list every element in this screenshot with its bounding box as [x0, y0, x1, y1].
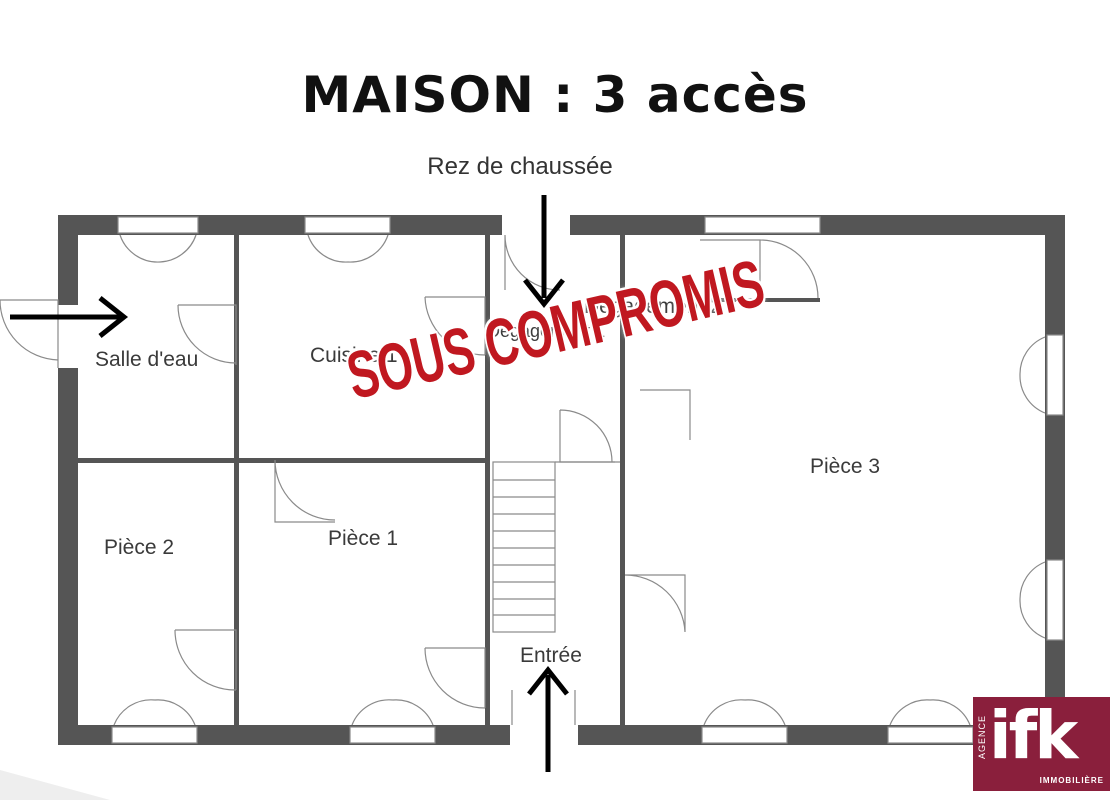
access-arrows — [10, 195, 569, 772]
logo-subtitle: IMMOBILIÈRE — [1039, 776, 1104, 785]
agency-logo: ifk AGENCE IMMOBILIÈRE — [973, 697, 1110, 791]
door-swings — [0, 234, 1046, 726]
logo-side-text: AGENCE — [977, 714, 987, 759]
room-cuisine: Cuisine 1 — [310, 344, 398, 367]
arrow-top — [523, 195, 565, 309]
interior-walls — [78, 235, 820, 725]
logo-mark: ifk — [989, 697, 1078, 774]
plan-title: MAISON : 3 accès — [301, 66, 809, 124]
room-degagement-2: Dégagement 2 — [584, 295, 722, 318]
room-piece-2: Pièce 2 — [104, 536, 175, 559]
arrow-left — [10, 296, 129, 338]
room-entree: Entrée — [520, 644, 582, 667]
room-piece-1: Pièce 1 — [328, 527, 399, 550]
floor-label: Rez de chaussée — [427, 153, 613, 180]
room-salle-eau: Salle d'eau — [95, 348, 199, 371]
arrow-bottom — [527, 665, 569, 772]
room-piece-3: Pièce 3 — [810, 455, 881, 478]
staircase — [492, 461, 620, 633]
page-corner-shade — [0, 770, 110, 800]
windows — [111, 216, 1064, 744]
room-degagement-1: Dégagement 1 — [487, 321, 606, 341]
